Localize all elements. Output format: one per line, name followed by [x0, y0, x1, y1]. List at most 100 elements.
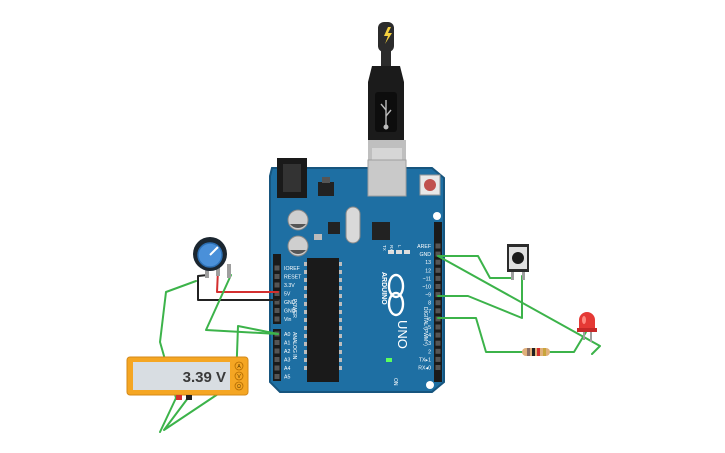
potentiometer-icon[interactable]	[193, 237, 231, 278]
digital-pin-label: AREF	[417, 244, 431, 250]
digital-pin[interactable]	[435, 365, 441, 370]
analog-header-label: ANALOG IN	[291, 332, 297, 360]
led-icon[interactable]	[577, 312, 597, 342]
digital-pin[interactable]	[435, 340, 441, 346]
digital-pin[interactable]	[435, 324, 441, 330]
pushbutton-icon[interactable]	[507, 244, 529, 280]
rx-led-label: RX	[389, 245, 394, 251]
digital-pin-label: RX◂0	[418, 366, 431, 372]
power-pin-header[interactable]	[273, 254, 281, 324]
analog-pin-header[interactable]	[273, 329, 281, 381]
digital-pin[interactable]	[435, 267, 441, 273]
digital-pin[interactable]	[435, 300, 441, 306]
digital-pin-label: ~11	[423, 276, 432, 282]
mounting-hole	[433, 212, 441, 220]
power-pin-label: 3.3V	[284, 283, 295, 289]
multimeter-display	[133, 362, 230, 390]
mode-ohm-label: Ω	[237, 384, 241, 390]
usb-chip	[372, 222, 390, 240]
wire-gnd-button[interactable]	[437, 255, 513, 279]
wire-pin7-resistor[interactable]	[437, 317, 523, 353]
tx-led-label: TX	[382, 245, 387, 251]
power-pin-label: Vin	[284, 317, 292, 323]
arduino-logo-icon	[387, 273, 405, 317]
power-pin[interactable]	[274, 274, 280, 279]
probe-common[interactable]	[186, 395, 192, 400]
mounting-hole	[426, 381, 434, 389]
mode-ampere-button[interactable]	[234, 361, 244, 371]
digital-pin-label: 4	[428, 333, 431, 339]
wire-wiper-a0[interactable]	[205, 274, 279, 335]
on-led	[386, 358, 392, 362]
analog-pin[interactable]	[274, 374, 280, 379]
multimeter-icon[interactable]: 3.39 V A V Ω	[126, 356, 249, 400]
usb-symbol-icon	[380, 100, 392, 130]
digital-pin-label: 2	[428, 349, 431, 355]
power-pin[interactable]	[274, 282, 280, 288]
digital-pin[interactable]	[435, 308, 441, 314]
power-pin[interactable]	[274, 299, 280, 305]
wire-resistor-led[interactable]	[549, 331, 587, 353]
power-pin[interactable]	[274, 291, 280, 296]
digital-pin-label: 7	[428, 309, 431, 315]
digital-pin-label: 13	[425, 260, 431, 266]
analog-pin[interactable]	[274, 348, 280, 354]
analog-pin[interactable]	[274, 340, 280, 345]
digital-pin[interactable]	[435, 284, 441, 289]
mode-volt-button[interactable]	[234, 371, 244, 381]
power-pin[interactable]	[274, 316, 280, 322]
wire-black-gnd[interactable]	[197, 274, 279, 301]
usb-port	[367, 159, 407, 197]
power-header-label: POWER	[291, 299, 297, 318]
atmega-chip	[307, 258, 339, 382]
model-label: UNO	[395, 320, 410, 349]
mode-volt-label: V	[237, 374, 241, 380]
digital-pin-label: ~6	[425, 317, 431, 323]
power-pin[interactable]	[274, 308, 280, 313]
digital-pin[interactable]	[435, 259, 441, 265]
wire-gnd-led[interactable]	[437, 255, 601, 355]
probe-positive[interactable]	[176, 395, 182, 400]
digital-pin-label: ~10	[422, 285, 431, 291]
digital-pin[interactable]	[435, 275, 441, 281]
digital-pin[interactable]	[435, 243, 441, 249]
digital-pin-label: ~3	[425, 341, 431, 347]
mode-ohm-button[interactable]	[234, 381, 244, 391]
crystal-oscillator	[345, 206, 361, 244]
digital-pin-label: 8	[428, 301, 431, 307]
on-label: ON	[392, 378, 398, 386]
digital-pin-label: GND	[419, 252, 431, 258]
digital-pin[interactable]	[435, 348, 441, 354]
power-pin-label: GND	[284, 309, 296, 315]
power-pin-label: 5V	[284, 292, 291, 298]
analog-pin[interactable]	[274, 365, 280, 371]
wire-meter-com[interactable]	[159, 280, 197, 433]
digital-pin[interactable]	[435, 251, 441, 257]
voltage-regulator	[318, 182, 334, 196]
analog-pin-label: A2	[284, 349, 290, 355]
wire-red-5v[interactable]	[216, 269, 279, 293]
analog-pin-label: A1	[284, 341, 290, 347]
analog-pin-label: A5	[284, 375, 290, 381]
digital-pin-label: ~5	[425, 325, 431, 331]
digital-pin-label: 12	[425, 268, 431, 274]
multimeter-reading: 3.39 V	[183, 369, 226, 386]
analog-pin[interactable]	[274, 357, 280, 362]
power-pin-label: RESET	[284, 275, 302, 281]
digital-header-label: DIGITAL (PWM~)	[422, 307, 428, 346]
mode-ampere-label: A	[237, 364, 241, 370]
digital-pin[interactable]	[435, 356, 441, 362]
digital-pin[interactable]	[435, 292, 441, 298]
wire-pin9-button[interactable]	[437, 275, 523, 319]
digital-pin[interactable]	[435, 332, 441, 338]
analog-pin-label: A4	[284, 366, 290, 372]
resistor-icon[interactable]	[522, 348, 550, 356]
digital-pin-label: ~9	[425, 293, 431, 299]
power-pin-label: IOREF	[284, 266, 300, 272]
arduino-uno-board[interactable]: ON TX RX L ARDUINO UNO DIGITAL (PWM~) PO…	[269, 158, 445, 393]
small-chip	[328, 222, 340, 234]
analog-pin-label: A0	[284, 332, 290, 338]
power-pin[interactable]	[274, 265, 280, 271]
digital-pin-label: TX▸1	[419, 357, 431, 363]
